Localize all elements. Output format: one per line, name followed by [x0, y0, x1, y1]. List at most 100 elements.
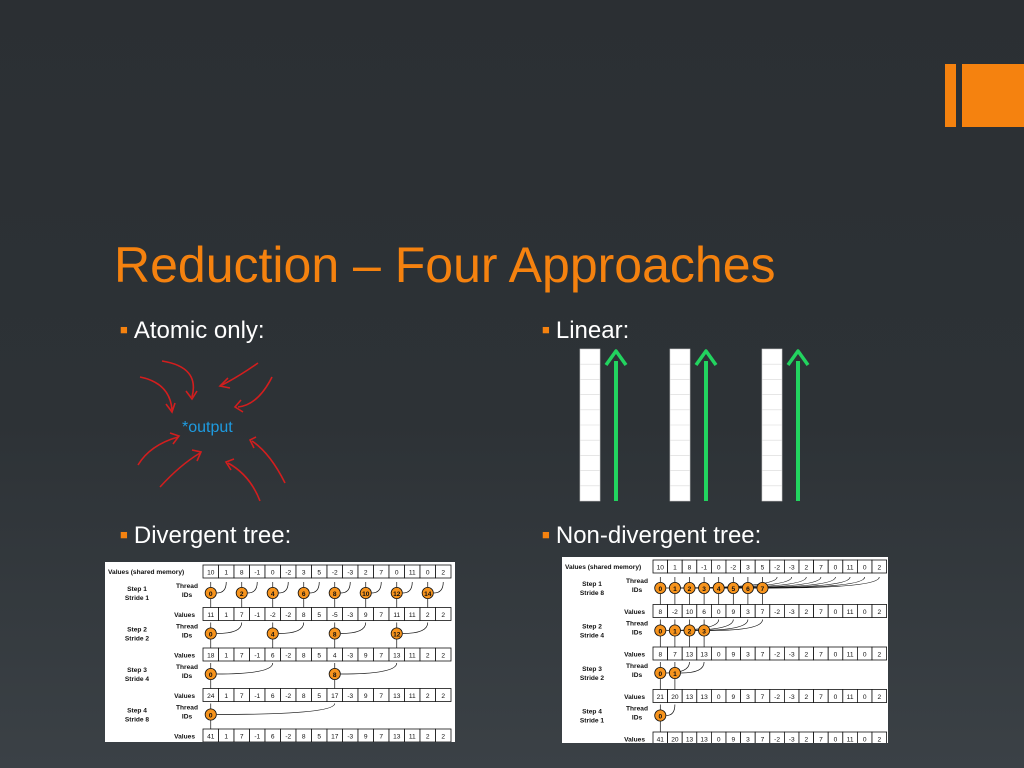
thread-circle	[328, 586, 341, 599]
bullet-linear: ■ Linear:	[542, 317, 629, 345]
step-values-value: 7	[379, 612, 383, 619]
step-values-cell	[435, 688, 452, 702]
stride-label: Stride 4	[580, 633, 605, 640]
reduction-arrow-icon	[278, 581, 289, 594]
step-values-value: 3	[746, 609, 750, 616]
thread-id: 1	[673, 671, 677, 678]
step-values-value: 3	[746, 694, 750, 701]
thread-circle	[668, 581, 681, 594]
step-values-value: -2	[774, 652, 780, 659]
thread-id: 8	[333, 591, 337, 598]
thread-circle	[328, 627, 341, 640]
step-values-value: 0	[717, 694, 721, 701]
bullet-nondivergent-label: Non-divergent tree:	[555, 522, 762, 549]
initial-value: 0	[834, 565, 838, 572]
red-arrow-icon	[159, 452, 201, 488]
initial-value: -1	[701, 565, 707, 572]
step-values-value: 8	[302, 693, 306, 700]
step-label: Step 2	[582, 624, 602, 631]
step-values-value: 41	[657, 737, 665, 744]
step-values-value: -3	[347, 734, 353, 741]
step-values-value: 2	[441, 612, 445, 619]
step-values-value: 2	[426, 734, 430, 741]
step-values-value: 0	[863, 737, 867, 744]
step-values-value: 10	[686, 609, 694, 616]
thread-circle	[698, 624, 711, 637]
thread-id: 2	[240, 591, 244, 598]
reduction-arrow-icon	[340, 662, 398, 675]
thread-circle	[683, 624, 696, 637]
arrow-head-icon	[191, 449, 203, 462]
initial-value: -2	[774, 565, 780, 572]
reduction-arrow-icon	[371, 581, 382, 594]
initial-value: 10	[657, 565, 665, 572]
thread-circle	[727, 581, 740, 594]
initial-cell	[435, 564, 452, 579]
step-values-value: 2	[426, 693, 430, 700]
step-values-value: 11	[847, 737, 854, 744]
initial-value: 2	[441, 570, 445, 577]
arrow-head-icon	[169, 432, 181, 445]
step-values-value: 21	[657, 694, 665, 701]
thread-label: Thread	[176, 664, 198, 671]
step-values-value: 5	[317, 612, 321, 619]
step-values-value: 6	[271, 734, 275, 741]
step-values-value: -3	[789, 652, 795, 659]
thread-label: Thread	[176, 705, 198, 712]
step-values-value: 6	[271, 693, 275, 700]
step-values-value: 2	[877, 652, 881, 659]
square-bullet-icon: ■	[542, 322, 550, 337]
step-values-value: 9	[731, 737, 735, 744]
step-values-value: 7	[673, 652, 677, 659]
step-values-value: 0	[834, 609, 838, 616]
step-values-value: -1	[254, 653, 260, 660]
step-values-value: 7	[819, 737, 823, 744]
thread-id: 0	[209, 713, 213, 720]
step-values-value: 11	[847, 609, 854, 616]
thread-id: 0	[658, 671, 662, 678]
step-values-value: 7	[379, 653, 383, 660]
thread-circle	[297, 586, 310, 599]
initial-value: -3	[347, 570, 353, 577]
step-values-value: 7	[761, 609, 765, 616]
stride-label: Stride 4	[125, 676, 150, 683]
step-values-value: 8	[658, 609, 662, 616]
step-values-value: 0	[834, 694, 838, 701]
step-values-value: -2	[285, 734, 291, 741]
initial-value: 2	[804, 565, 808, 572]
reduction-arrow-icon	[433, 581, 444, 594]
initial-value: 3	[302, 570, 306, 577]
step-values-value: -2	[270, 612, 276, 619]
stride-label: Stride 1	[125, 595, 150, 602]
step-values-value: 9	[364, 693, 368, 700]
step-values-value: -3	[347, 693, 353, 700]
step-values-value: 5	[317, 653, 321, 660]
initial-value: -3	[789, 565, 795, 572]
initial-value: 5	[761, 565, 765, 572]
initial-value: 0	[426, 570, 430, 577]
thread-id: 10	[362, 591, 370, 598]
thread-id: 4	[271, 591, 275, 598]
output-label: *output	[182, 419, 233, 436]
step-values-value: 13	[393, 653, 401, 660]
linear-diagram	[579, 348, 810, 502]
values-row-label: Values	[624, 609, 645, 616]
step-values-value: 2	[877, 609, 881, 616]
step-values-cell	[871, 604, 888, 618]
initial-value: 10	[207, 570, 215, 577]
step-values-cell	[871, 646, 888, 661]
step-label: Step 4	[127, 708, 147, 715]
reduction-arrow-icon	[216, 622, 243, 634]
thread-circle	[235, 586, 248, 599]
thread-label: Thread	[626, 621, 648, 628]
step-values-value: 1	[224, 612, 228, 619]
step-values-value: 2	[877, 737, 881, 744]
step-values-value: 7	[761, 737, 765, 744]
step-values-value: 0	[863, 609, 867, 616]
square-bullet-icon: ■	[120, 322, 128, 337]
bullet-linear-label: Linear:	[555, 317, 630, 344]
step-values-value: 13	[700, 652, 708, 659]
step-values-value: 13	[700, 737, 708, 744]
red-arrow-icon	[251, 440, 286, 484]
thread-id: 12	[393, 591, 401, 598]
